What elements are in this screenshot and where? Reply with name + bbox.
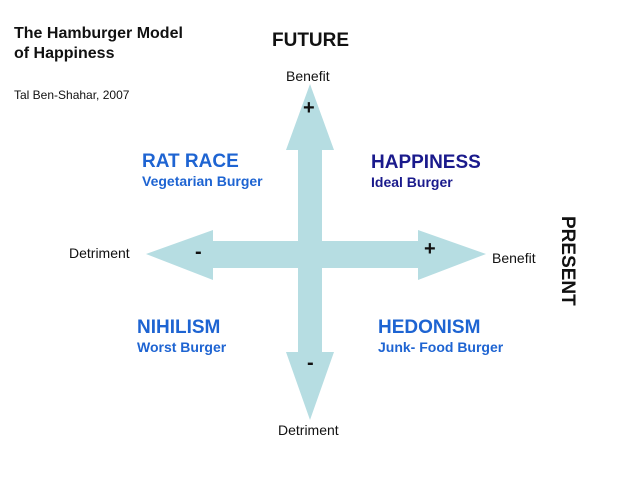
- horizontal-minus-sign: -: [195, 241, 202, 263]
- quadrant-title: HEDONISM: [378, 317, 481, 338]
- future-axis-title: FUTURE: [272, 30, 350, 51]
- present-axis-title: PRESENT: [557, 216, 578, 306]
- quadrant-subtitle: Worst Burger: [137, 339, 227, 355]
- quadrant-rat-race: RAT RACE Vegetarian Burger: [142, 151, 263, 189]
- vertical-minus-sign: -: [307, 352, 314, 374]
- quadrant-title: HAPPINESS: [371, 152, 481, 173]
- quadrant-subtitle: Vegetarian Burger: [142, 173, 263, 189]
- title-line-1: The Hamburger Model: [14, 25, 183, 42]
- quadrant-subtitle: Ideal Burger: [371, 174, 453, 190]
- horizontal-plus-sign: +: [424, 238, 436, 260]
- author-credit: Tal Ben-Shahar, 2007: [14, 88, 130, 102]
- horizontal-left-label: Detriment: [69, 245, 130, 261]
- quadrant-nihilism: NIHILISM Worst Burger: [137, 317, 226, 355]
- diagram-title: The Hamburger Model of Happiness: [14, 24, 183, 64]
- quadrant-happiness: HAPPINESS Ideal Burger: [371, 152, 481, 190]
- vertical-bottom-label: Detriment: [278, 422, 339, 438]
- vertical-top-label: Benefit: [286, 68, 330, 84]
- quadrant-subtitle: Junk- Food Burger: [378, 339, 504, 355]
- horizontal-right-label: Benefit: [492, 250, 536, 266]
- title-line-2: of Happiness: [14, 45, 115, 62]
- vertical-plus-sign: +: [303, 97, 315, 119]
- quadrant-title: NIHILISM: [137, 317, 221, 338]
- horizontal-double-arrow: [146, 230, 486, 280]
- quadrant-hedonism: HEDONISM Junk- Food Burger: [378, 317, 503, 355]
- quadrant-title: RAT RACE: [142, 151, 239, 172]
